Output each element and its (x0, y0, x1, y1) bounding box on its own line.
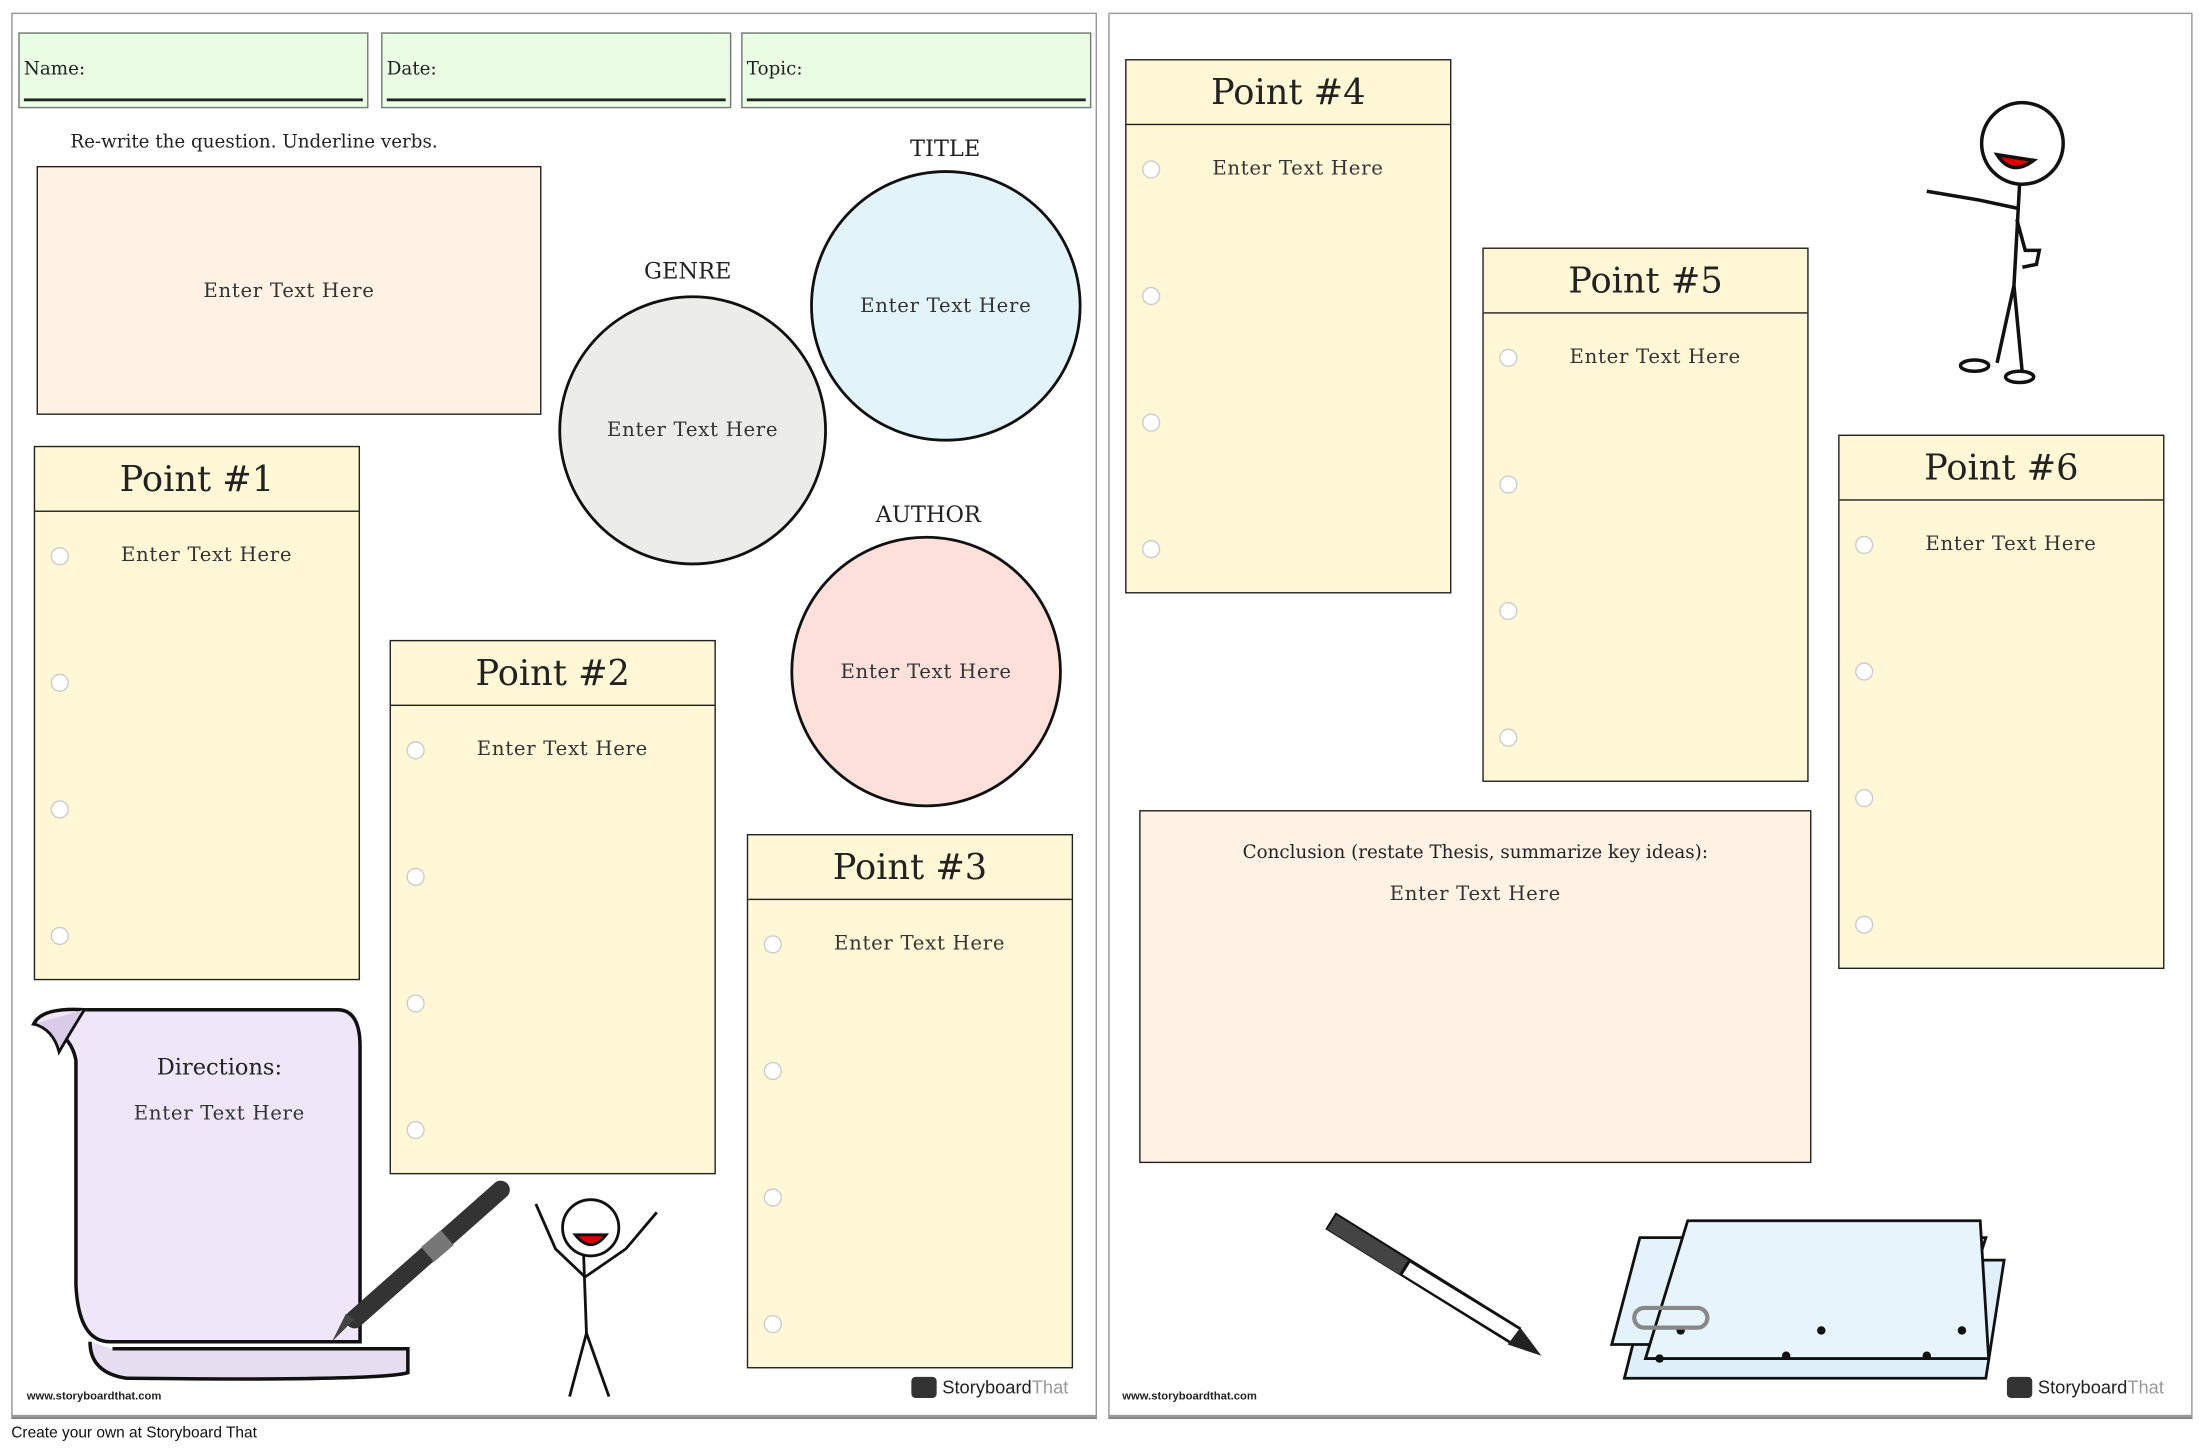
point-4-placeholder: Enter Text Here (1212, 157, 1384, 181)
binder-hole (1141, 540, 1161, 559)
point-2-box[interactable]: Point #2 Enter Text Here (389, 639, 716, 1175)
speech-bubble-icon (911, 1376, 937, 1398)
genre-circle[interactable]: Enter Text Here (558, 295, 827, 566)
storyboardthat-url-left[interactable]: www.storyboardthat.com (26, 1389, 162, 1403)
point-6-placeholder: Enter Text Here (1925, 533, 2097, 556)
binder-hole (1855, 915, 1874, 934)
date-label: Date: (386, 59, 437, 81)
question-placeholder: Enter Text Here (203, 279, 375, 302)
genre-placeholder: Enter Text Here (607, 419, 779, 442)
binder-hole (763, 1314, 782, 1334)
point-5-placeholder: Enter Text Here (1569, 345, 1741, 369)
binder-hole (1499, 475, 1518, 494)
binder-hole (50, 673, 69, 692)
binder-hole (50, 547, 69, 566)
binder-hole (1141, 286, 1161, 306)
author-label: AUTHOR (875, 500, 981, 528)
point-6-title: Point #6 (1839, 436, 2164, 501)
name-field[interactable]: Name: (18, 32, 369, 109)
scroll-icon (31, 1007, 410, 1381)
storyboardthat-logo-right[interactable]: StoryboardThat (2006, 1376, 2164, 1398)
stick-figure-pointing-icon (1926, 100, 2065, 385)
fountain-pen-icon (331, 1180, 510, 1342)
stick-figure-cheering-icon (534, 1198, 658, 1398)
binder-hole (50, 800, 69, 819)
pen-icon (1325, 1212, 1542, 1356)
binder-hole (1855, 662, 1874, 681)
date-field[interactable]: Date: (381, 32, 732, 109)
binder-hole (406, 994, 425, 1013)
footer-link[interactable]: Create your own at Storyboard That (11, 1424, 257, 1442)
binder-hole (406, 741, 425, 760)
binder-hole (1855, 788, 1874, 808)
binder-hole (763, 935, 782, 954)
title-placeholder: Enter Text Here (860, 294, 1032, 318)
topic-label: Topic: (746, 59, 803, 81)
point-6-box[interactable]: Point #6 Enter Text Here (1838, 434, 2165, 970)
speech-bubble-icon (2006, 1376, 2033, 1398)
directions-title: Directions: (156, 1053, 283, 1081)
point-5-box[interactable]: Point #5 Enter Text Here (1482, 247, 1809, 782)
binder-hole (1855, 535, 1874, 555)
name-label: Name: (23, 59, 86, 81)
question-box[interactable]: Enter Text Here (36, 165, 542, 415)
directions-placeholder[interactable]: Enter Text Here (133, 1102, 306, 1126)
title-circle[interactable]: Enter Text Here (810, 170, 1082, 442)
binder-hole (50, 926, 69, 946)
binder-hole (763, 1188, 782, 1207)
binder-hole (1141, 160, 1161, 179)
point-4-box[interactable]: Point #4 Enter Text Here (1125, 59, 1452, 594)
conclusion-prompt: Conclusion (restate Thesis, summarize ke… (1242, 842, 1708, 864)
point-5-title: Point #5 (1483, 249, 1808, 314)
topic-field[interactable]: Topic: (741, 32, 1092, 109)
point-4-title: Point #4 (1126, 60, 1450, 126)
point-3-title: Point #3 (748, 835, 1072, 901)
point-2-placeholder: Enter Text Here (476, 738, 649, 761)
genre-label: GENRE (643, 257, 732, 285)
binder-hole (763, 1061, 782, 1081)
question-instruction: Re-write the question. Underline verbs. (70, 132, 438, 154)
binder-hole (1141, 413, 1161, 432)
point-1-placeholder: Enter Text Here (120, 544, 293, 567)
storyboardthat-url-right[interactable]: www.storyboardthat.com (1122, 1389, 1257, 1403)
conclusion-placeholder: Enter Text Here (1389, 883, 1561, 906)
binder-hole (406, 1120, 425, 1140)
title-label: TITLE (909, 135, 981, 162)
point-3-box[interactable]: Point #3 Enter Text Here (746, 833, 1074, 1369)
storyboardthat-logo-left[interactable]: StoryboardThat (911, 1376, 1068, 1398)
papers-with-paperclip-icon (1609, 1219, 2006, 1380)
author-placeholder: Enter Text Here (840, 660, 1012, 683)
conclusion-box[interactable]: Conclusion (restate Thesis, summarize ke… (1139, 810, 1812, 1164)
binder-hole (1499, 601, 1518, 621)
point-1-title: Point #1 (35, 447, 359, 512)
point-1-box[interactable]: Point #1 Enter Text Here (33, 445, 361, 981)
point-2-title: Point #2 (390, 641, 715, 707)
point-3-placeholder: Enter Text Here (833, 932, 1006, 955)
binder-hole (406, 867, 425, 887)
binder-hole (1499, 348, 1518, 368)
binder-hole (1499, 728, 1518, 747)
author-circle[interactable]: Enter Text Here (790, 535, 1062, 808)
